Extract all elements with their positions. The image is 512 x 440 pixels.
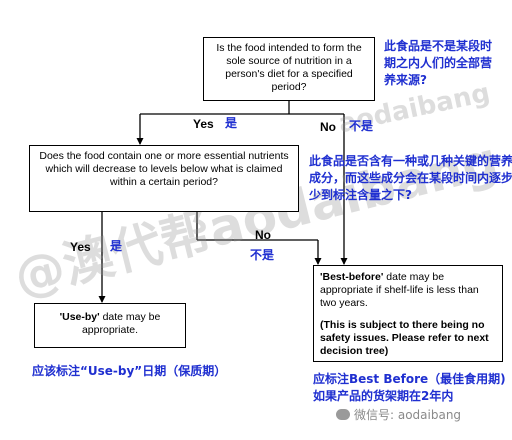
result-best-before-text: 'Best-before' date may be appropriate if… xyxy=(320,271,496,310)
q1-yes-cn: 是 xyxy=(225,116,238,130)
question-2-text: Does the food contain one or more essent… xyxy=(39,150,289,188)
best-before-cn-line: 应标注Best Before（最佳食用期) xyxy=(313,372,506,386)
question-1-cn-line: 期之内人们的全部营 xyxy=(384,56,493,70)
question-2-box: Does the food contain one or more essent… xyxy=(29,145,299,212)
use-by-rest: date may be appropriate. xyxy=(81,311,161,336)
result-use-by-text: 'Use-by' date may be appropriate. xyxy=(41,311,179,337)
result-best-before-box: 'Best-before' date may be appropriate if… xyxy=(313,265,503,362)
result-use-by-cn: 应该标注“Use-by”日期（保质期） xyxy=(32,364,227,378)
q1-no-label: No xyxy=(320,120,336,134)
best-before-note: (This is subject to there being no safet… xyxy=(320,319,489,357)
wechat-id: 微信号: aodaibang xyxy=(354,408,462,422)
q1-no-cn: 不是 xyxy=(349,119,374,133)
q2-no-label: No xyxy=(255,228,271,242)
question-2-cn-line: 成分，而这些成分会在某段时间内逐步减 xyxy=(309,171,512,185)
q2-yes-cn: 是 xyxy=(110,239,123,253)
question-2-cn-line: 少到标注含量之下? xyxy=(309,188,412,202)
best-before-rest: date may be appropriate if shelf-life is… xyxy=(320,271,479,309)
best-before-cn-line: 如果产品的货架期在2年内 xyxy=(313,389,454,403)
result-use-by-box: 'Use-by' date may be appropriate. xyxy=(34,303,186,348)
question-2-cn: 此食品是否含有一种或几种关键的营养 成分，而这些成分会在某段时间内逐步减 少到标… xyxy=(309,153,512,204)
wechat-icon xyxy=(336,409,350,420)
question-2-cn-line: 此食品是否含有一种或几种关键的营养 xyxy=(309,154,512,168)
result-best-before-cn: 应标注Best Before（最佳食用期) 如果产品的货架期在2年内 xyxy=(313,371,506,405)
best-before-term: 'Best-before' xyxy=(320,271,384,283)
q1-yes-label: Yes xyxy=(193,117,214,131)
question-1-box: Is the food intended to form the sole so… xyxy=(203,37,375,101)
question-1-cn-line: 此食品是不是某段时 xyxy=(384,39,493,53)
question-1-cn-line: 养来源? xyxy=(384,73,427,87)
use-by-term: 'Use-by' xyxy=(59,311,100,323)
wechat-footer: 微信号: aodaibang xyxy=(336,407,461,423)
question-1-text: Is the food intended to form the sole so… xyxy=(216,42,362,93)
question-1-cn: 此食品是不是某段时 期之内人们的全部营 养来源? xyxy=(384,38,492,89)
q2-no-cn: 不是 xyxy=(250,248,275,262)
q2-yes-label: Yes xyxy=(70,240,91,254)
